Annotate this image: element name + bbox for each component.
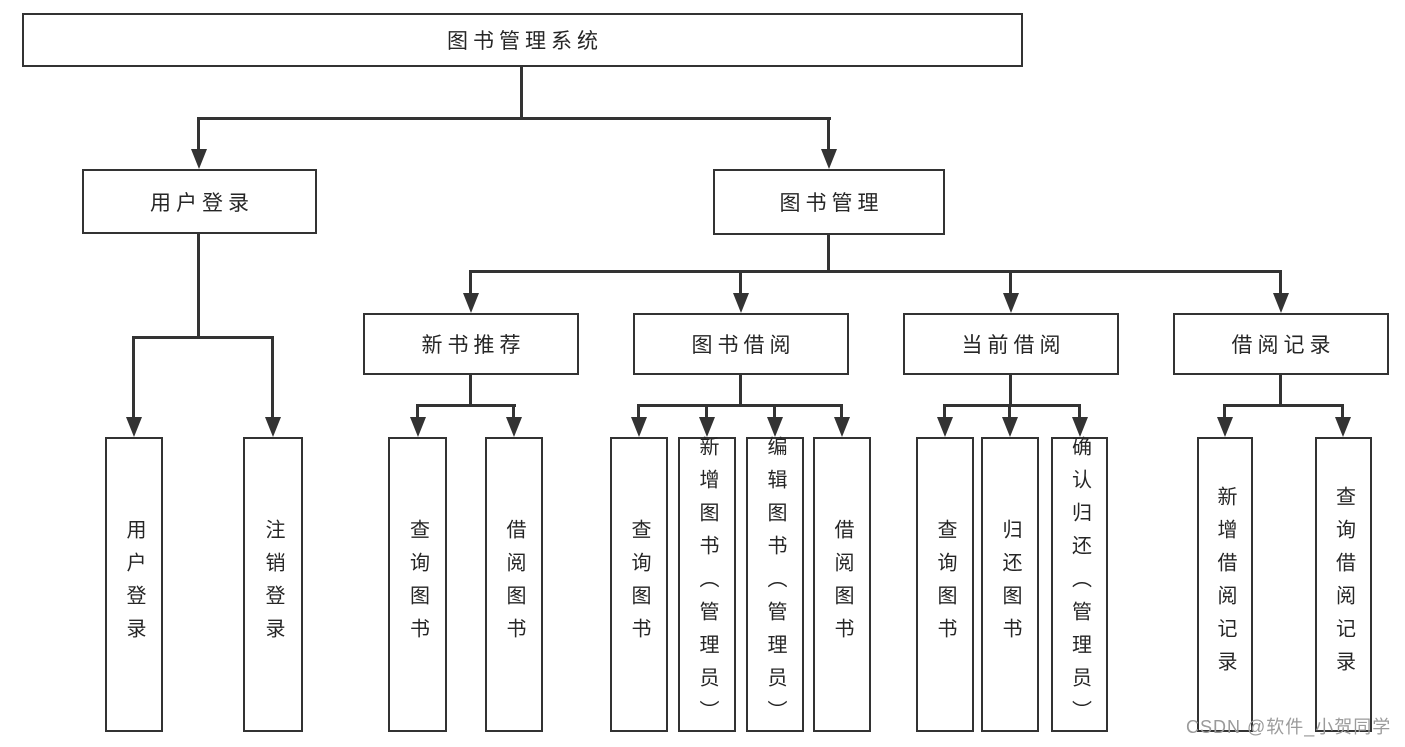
connector-drop-leaf-login [132, 336, 135, 417]
arrow-book-borrow [733, 293, 749, 313]
leaf-bookborrow-add: 新增图书（管理员） [678, 436, 736, 733]
leaf-logout-label: 注销登录 [262, 518, 284, 651]
arrow-user-login [191, 149, 207, 169]
leaf-bookborrow-query-label: 查询图书 [628, 518, 650, 651]
arrow-cb-query [937, 417, 953, 437]
leaf-bookborrow-query: 查询图书 [610, 437, 668, 732]
connector-drop-cb-query [943, 404, 946, 417]
connector-drop-user-login [197, 117, 200, 149]
node-user-login: 用户登录 [82, 169, 317, 234]
connector-bookborrow-hbar [637, 404, 843, 407]
arrow-br-add [1217, 417, 1233, 437]
arrow-bb-add [699, 417, 715, 437]
leaf-currentborrow-query: 查询图书 [916, 437, 974, 732]
leaf-newbook-borrow-label: 借阅图书 [503, 518, 525, 651]
leaf-record-add: 新增借阅记录 [1197, 437, 1253, 732]
leaf-currentborrow-confirm: 确认归还（管理员） [1051, 436, 1108, 733]
leaf-currentborrow-return-label: 归还图书 [999, 518, 1021, 651]
connector-drop-br-add [1223, 404, 1226, 417]
connector-drop-leaf-logout [271, 336, 274, 417]
arrow-bb-query [631, 417, 647, 437]
connector-drop-book-borrow [739, 270, 742, 293]
connector-userlogin-hbar [132, 336, 274, 339]
arrow-current-borrow [1003, 293, 1019, 313]
leaf-currentborrow-query-label: 查询图书 [934, 518, 956, 651]
connector-drop-cb-confirm [1078, 404, 1081, 417]
leaf-logout: 注销登录 [243, 437, 303, 732]
node-borrow-record-label: 借阅记录 [1231, 334, 1336, 357]
connector-drop-new-book [469, 270, 472, 293]
node-book-mgmt: 图书管理 [713, 169, 945, 235]
node-borrow-record: 借阅记录 [1173, 313, 1389, 375]
connector-drop-bb-add [705, 404, 708, 417]
connector-drop-bb-edit [773, 404, 776, 417]
arrow-book-mgmt [821, 149, 837, 169]
leaf-bookborrow-edit: 编辑图书（管理员） [746, 436, 804, 733]
connector-drop-br-query [1341, 404, 1344, 417]
arrow-bb-edit [767, 417, 783, 437]
node-user-login-label: 用户登录 [150, 191, 254, 215]
leaf-bookborrow-borrow-label: 借阅图书 [831, 518, 853, 651]
connector-drop-cb-return [1008, 404, 1011, 417]
connector-drop-current-borrow [1009, 270, 1012, 293]
arrow-borrow-record [1273, 293, 1289, 313]
node-book-mgmt-label: 图书管理 [779, 192, 884, 215]
node-book-borrow: 图书借阅 [633, 313, 849, 375]
leaf-record-query: 查询借阅记录 [1315, 437, 1372, 732]
leaf-user-login-label: 用户登录 [123, 518, 145, 651]
connector-bookmgmt-hbar [469, 270, 1282, 273]
leaf-currentborrow-return: 归还图书 [981, 437, 1039, 732]
arrow-leaf-login [126, 417, 142, 437]
connector-drop-borrow-record [1279, 270, 1282, 293]
connector-newbook-stem [469, 375, 472, 404]
connector-bookmgmt-stem [827, 235, 830, 270]
node-current-borrow-label: 当前借阅 [961, 334, 1066, 357]
arrow-nb-query [410, 417, 426, 437]
arrow-leaf-logout [265, 417, 281, 437]
connector-drop-nb-query [416, 404, 419, 417]
leaf-user-login: 用户登录 [105, 437, 163, 732]
node-new-book: 新书推荐 [363, 313, 579, 375]
leaf-bookborrow-edit-label: 编辑图书（管理员） [764, 436, 786, 733]
arrow-bb-borrow [834, 417, 850, 437]
node-new-book-label: 新书推荐 [421, 334, 526, 357]
leaf-record-query-label: 查询借阅记录 [1332, 485, 1355, 684]
connector-currentborrow-hbar [943, 404, 1081, 407]
csdn-watermark: CSDN @软件_小贺同学 [1186, 717, 1392, 737]
connector-root-hbar [197, 117, 831, 120]
connector-root-stem [520, 67, 523, 118]
node-current-borrow: 当前借阅 [903, 313, 1119, 375]
connector-drop-book-mgmt [827, 117, 830, 149]
connector-borrowrecord-hbar [1223, 404, 1344, 407]
connector-userlogin-stem [197, 234, 200, 336]
leaf-newbook-query: 查询图书 [388, 437, 447, 732]
leaf-currentborrow-confirm-label: 确认归还（管理员） [1068, 436, 1091, 733]
connector-currentborrow-stem [1009, 375, 1012, 404]
node-book-borrow-label: 图书借阅 [691, 334, 796, 357]
connector-borrowrecord-stem [1279, 375, 1282, 404]
node-root: 图书管理系统 [22, 13, 1023, 67]
leaf-newbook-query-label: 查询图书 [406, 518, 429, 651]
node-root-label: 图书管理系统 [447, 30, 603, 53]
arrow-nb-borrow [506, 417, 522, 437]
leaf-record-add-label: 新增借阅记录 [1214, 485, 1236, 684]
leaf-bookborrow-add-label: 新增图书（管理员） [696, 436, 718, 733]
leaf-newbook-borrow: 借阅图书 [485, 437, 543, 732]
arrow-cb-confirm [1072, 417, 1088, 437]
leaf-bookborrow-borrow: 借阅图书 [813, 437, 871, 732]
connector-drop-bb-query [637, 404, 640, 417]
connector-bookborrow-stem [739, 375, 742, 404]
connector-newbook-hbar [416, 404, 516, 407]
connector-drop-nb-borrow [512, 404, 515, 417]
connector-drop-bb-borrow [840, 404, 843, 417]
arrow-br-query [1335, 417, 1351, 437]
arrow-new-book [463, 293, 479, 313]
arrow-cb-return [1002, 417, 1018, 437]
